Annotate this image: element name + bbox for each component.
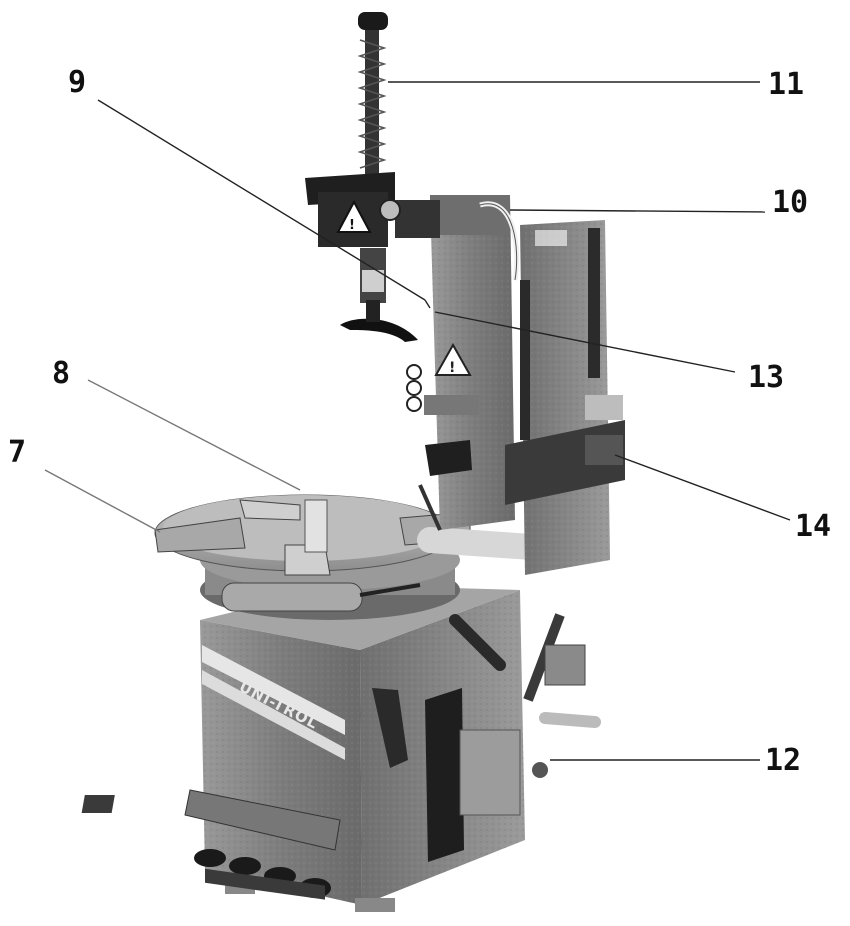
svg-text:!: ! bbox=[349, 218, 355, 233]
callout-9: 9 bbox=[68, 65, 86, 100]
callout-11: 11 bbox=[768, 67, 804, 102]
base-cabinet: UNI-TROL bbox=[81, 585, 525, 912]
callout-labels: 9 11 10 8 13 7 14 12 bbox=[8, 65, 831, 778]
side-panel bbox=[459, 729, 521, 816]
leader-8 bbox=[87, 379, 301, 491]
leader-lines bbox=[44, 81, 791, 761]
callout-13: 13 bbox=[748, 360, 784, 395]
foot-pedals bbox=[194, 849, 331, 900]
leader-10 bbox=[509, 209, 766, 213]
callout-12: 12 bbox=[765, 743, 801, 778]
spring-coil bbox=[357, 39, 387, 169]
callout-10: 10 bbox=[772, 185, 808, 220]
callout-7: 7 bbox=[8, 435, 26, 470]
leader-9b bbox=[424, 299, 431, 309]
head-warning-icon bbox=[336, 199, 372, 233]
svg-text:!: ! bbox=[449, 360, 455, 376]
leader-7 bbox=[44, 469, 161, 533]
side-door bbox=[425, 688, 464, 862]
warning-icon bbox=[434, 342, 472, 376]
mount-head-assembly: ! bbox=[305, 12, 440, 342]
leader-13 bbox=[434, 311, 736, 373]
tower-column: ! bbox=[406, 195, 625, 575]
callout-14: 14 bbox=[795, 509, 831, 544]
step-plate bbox=[184, 789, 341, 851]
side-lever bbox=[372, 688, 408, 768]
turntable bbox=[154, 494, 471, 620]
mount-demount-tool bbox=[340, 318, 418, 342]
shaft-knob bbox=[358, 12, 388, 30]
leader-9a bbox=[97, 99, 426, 301]
leader-14 bbox=[614, 454, 791, 521]
callout-8: 8 bbox=[52, 356, 70, 391]
